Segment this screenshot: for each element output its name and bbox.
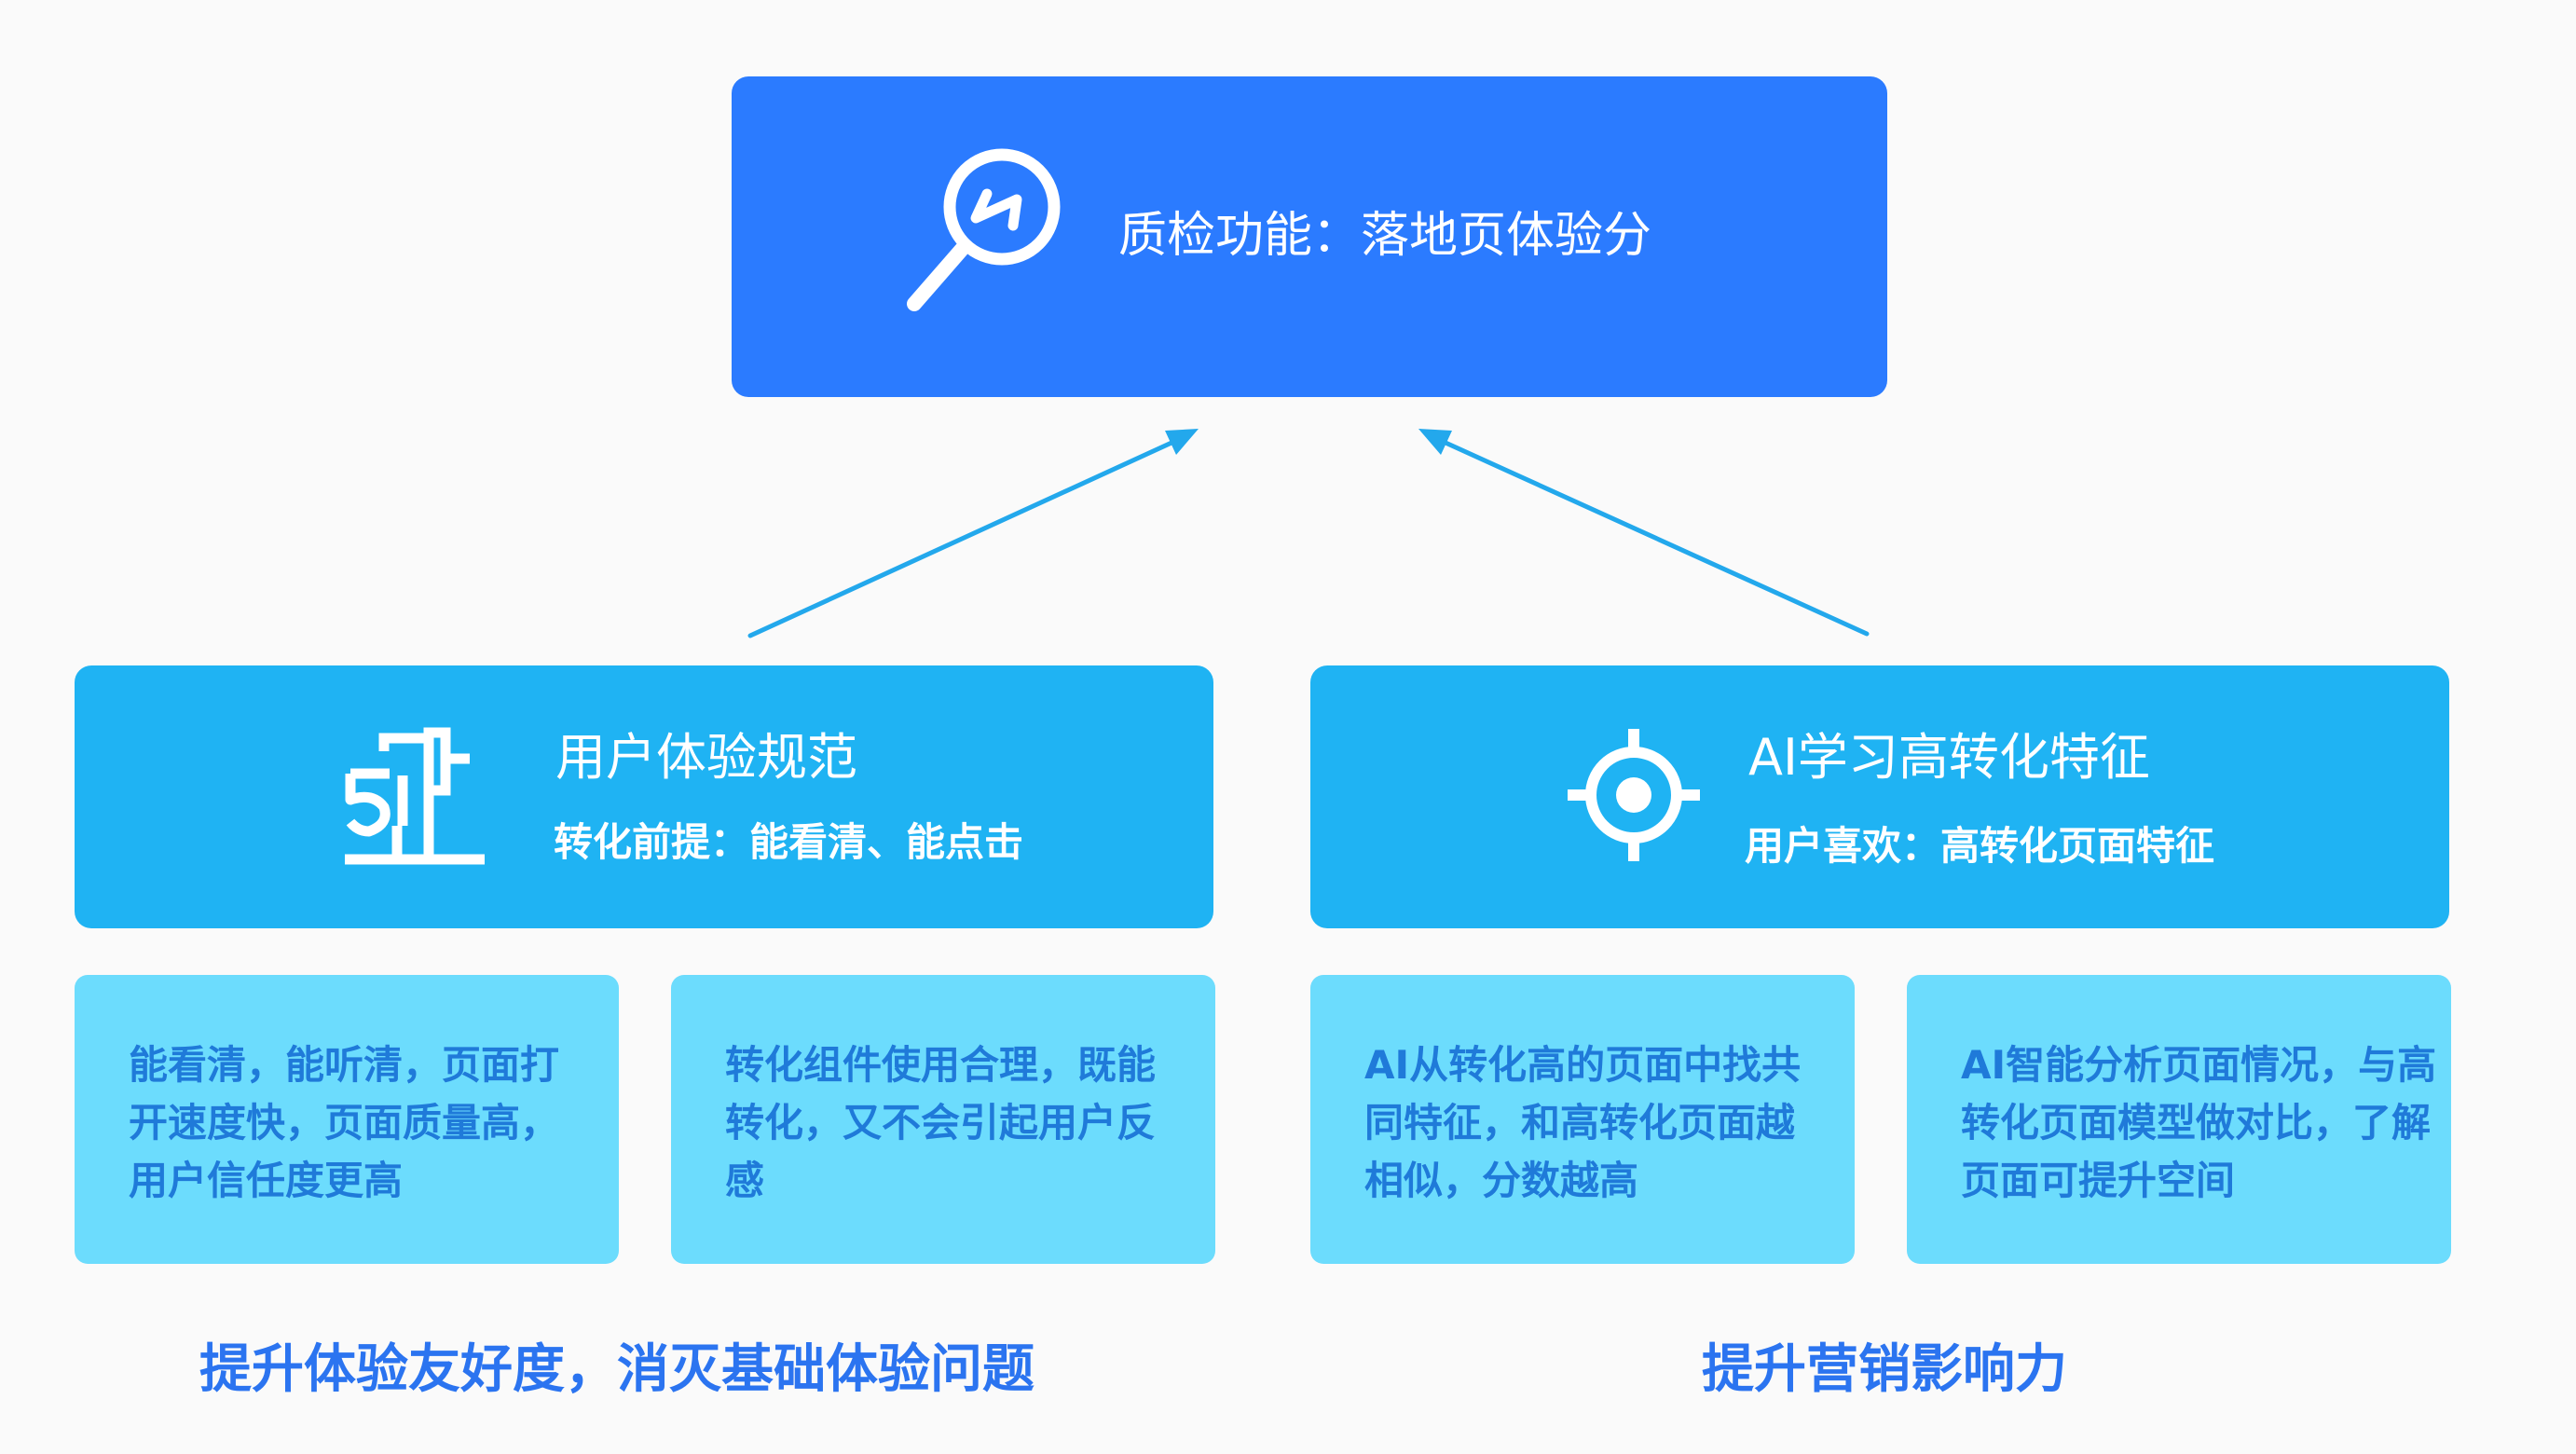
top-box-quality-check <box>732 76 1887 397</box>
arrow-left-to-top <box>747 435 1185 638</box>
right-subtitle: 用户喜欢：高转化页面特征 <box>1745 823 2215 869</box>
arrow-right-to-top <box>1432 435 1870 637</box>
left-subtitle: 转化前提：能看清、能点击 <box>554 819 1024 865</box>
card-conversion-components: 转化组件使用合理，既能转化，又不会引起用户反感 <box>671 975 1215 1264</box>
card-ai-common-features: AI从转化高的页面中找共同特征，和高转化页面越相似，分数越高 <box>1310 975 1855 1264</box>
card-text: 能看清，能听清，页面打开速度快，页面质量高，用户信任度更高 <box>129 1042 560 1203</box>
card-clarity: 能看清，能听清，页面打开速度快，页面质量高，用户信任度更高 <box>75 975 619 1264</box>
mid-box-ux-standard <box>75 665 1213 928</box>
magnifier-lightning-icon <box>907 148 1061 311</box>
card-ai-analysis: AI智能分析页面情况，与高转化页面模型做对比，了解页面可提升空间 <box>1907 975 2451 1264</box>
left-footer: 提升体验友好度，消灭基础体验问题 <box>199 1339 1035 1400</box>
right-footer: 提升营销影响力 <box>1702 1339 2067 1400</box>
left-title: 用户体验规范 <box>555 728 857 787</box>
card-text: AI从转化高的页面中找共同特征，和高转化页面越相似，分数越高 <box>1364 1042 1802 1203</box>
mid-box-ai-features <box>1310 665 2449 928</box>
top-title: 质检功能：落地页体验分 <box>1118 208 1652 264</box>
card-text: AI智能分析页面情况，与高转化页面模型做对比，了解页面可提升空间 <box>1961 1042 2437 1203</box>
card-text: 转化组件使用合理，既能转化，又不会引起用户反感 <box>725 1042 1157 1203</box>
ruler-stand-icon <box>345 727 485 865</box>
arrowhead-left <box>1165 429 1199 455</box>
arrowhead-right <box>1418 429 1452 455</box>
right-title: AI学习高转化特征 <box>1748 728 2150 787</box>
target-crosshair-icon <box>1568 729 1700 861</box>
